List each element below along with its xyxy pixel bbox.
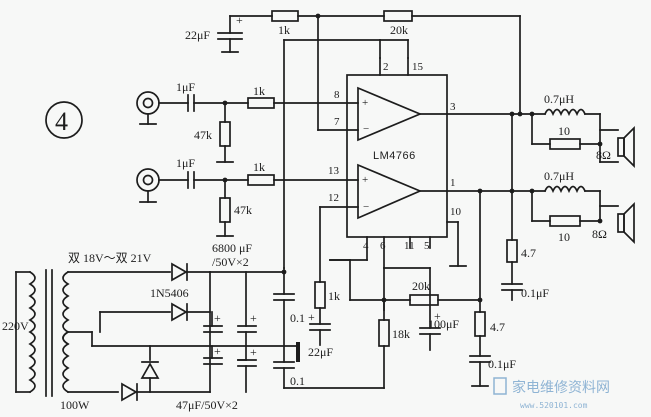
svg-text:13: 13 <box>328 165 340 177</box>
input-2: 1μF 1k 47k <box>136 156 359 237</box>
svg-text:+: + <box>250 311 257 325</box>
svg-text:22μF: 22μF <box>185 28 210 42</box>
svg-text:双 18V～双 21V: 双 18V～双 21V <box>68 251 152 265</box>
svg-text:+: + <box>214 311 221 325</box>
svg-text:0.1: 0.1 <box>290 311 305 325</box>
svg-text:15: 15 <box>412 61 424 73</box>
top-feedback-network: + 22μF 1k 20k <box>185 10 521 131</box>
output-2: 0.7μH 10 8Ω <box>419 169 635 245</box>
svg-text:+: + <box>214 344 221 358</box>
svg-text:100W: 100W <box>60 398 90 412</box>
filter-caps: 6800 μF /50V×2 + + + + 47μF/50V×2 <box>176 241 257 412</box>
svg-text:0.1μF: 0.1μF <box>488 357 516 371</box>
svg-text:8Ω: 8Ω <box>596 148 611 162</box>
svg-text:12: 12 <box>328 192 339 204</box>
svg-text:100μF: 100μF <box>428 317 459 331</box>
svg-text:20k: 20k <box>412 279 430 293</box>
rectifier: 1N5406 <box>121 262 287 402</box>
svg-text:47μF/50V×2: 47μF/50V×2 <box>176 398 238 412</box>
svg-text:0.7μH: 0.7μH <box>544 92 574 106</box>
svg-text:6800 μF: 6800 μF <box>212 241 252 255</box>
svg-text:1k: 1k <box>253 160 265 174</box>
svg-text:8: 8 <box>334 89 340 101</box>
svg-text:/50V×2: /50V×2 <box>212 255 249 269</box>
svg-text:1k: 1k <box>328 289 340 303</box>
svg-text:4.7: 4.7 <box>521 246 536 260</box>
svg-text:+: + <box>434 309 441 323</box>
amp2-plus: + <box>362 174 368 186</box>
svg-text:18k: 18k <box>392 327 410 341</box>
amp1-minus: − <box>363 123 369 135</box>
svg-text:10: 10 <box>558 124 570 138</box>
svg-text:10: 10 <box>450 206 462 218</box>
supply-rails: 0.1 0.1 <box>273 39 409 389</box>
pin10-ground <box>446 221 467 267</box>
svg-text:www.520101.com: www.520101.com <box>520 401 588 410</box>
svg-text:0.7μH: 0.7μH <box>544 169 574 183</box>
svg-text:2: 2 <box>383 61 389 73</box>
svg-text:22μF: 22μF <box>308 345 333 359</box>
svg-text:47k: 47k <box>234 203 252 217</box>
figure-number: 4 <box>45 101 83 139</box>
svg-text:0.1: 0.1 <box>290 374 305 388</box>
svg-text:1μF: 1μF <box>176 156 195 170</box>
svg-text:0.1μF: 0.1μF <box>521 286 549 300</box>
svg-text:10: 10 <box>558 230 570 244</box>
svg-text:+: + <box>308 310 315 324</box>
svg-text:1N5406: 1N5406 <box>150 286 189 300</box>
svg-text:1k: 1k <box>278 23 290 37</box>
svg-text:1μF: 1μF <box>176 80 195 94</box>
svg-text:1k: 1k <box>253 84 265 98</box>
svg-text:4: 4 <box>55 107 68 136</box>
svg-text:5: 5 <box>424 240 430 252</box>
svg-text:47k: 47k <box>194 128 212 142</box>
svg-text:4.7: 4.7 <box>490 320 505 334</box>
svg-text:+: + <box>250 345 257 359</box>
output-1: 0.7μH 10 8Ω <box>419 92 635 169</box>
ic-lm4766: 2 15 + − LM4766 + − 8 7 3 13 12 1 10 4 6… <box>328 57 462 252</box>
svg-text:7: 7 <box>334 116 340 128</box>
ic-label: LM4766 <box>373 150 416 162</box>
watermark: 家电维修资料网 www.520101.com <box>493 377 610 410</box>
svg-text:3: 3 <box>450 101 456 113</box>
transformer: 220V 100W 双 18V～双 21V <box>2 251 299 412</box>
svg-text:家电维修资料网: 家电维修资料网 <box>512 379 610 396</box>
bottom-feedback-network: 1k + 22μF 20k 18k + 100μF <box>308 206 483 389</box>
svg-text:4: 4 <box>363 240 369 252</box>
zobel-2: 4.7 0.1μF <box>469 190 516 387</box>
zobel-1: 4.7 0.1μF <box>501 111 549 301</box>
svg-text:220V: 220V <box>2 319 29 333</box>
svg-text:8Ω: 8Ω <box>592 227 607 241</box>
amp2-minus: − <box>363 201 369 213</box>
svg-text:+: + <box>236 13 243 27</box>
svg-text:6: 6 <box>380 240 386 252</box>
svg-text:20k: 20k <box>390 23 408 37</box>
amp1-plus: + <box>362 97 368 109</box>
input-1: 1μF 1k 47k <box>136 80 359 163</box>
svg-text:1: 1 <box>450 177 456 189</box>
